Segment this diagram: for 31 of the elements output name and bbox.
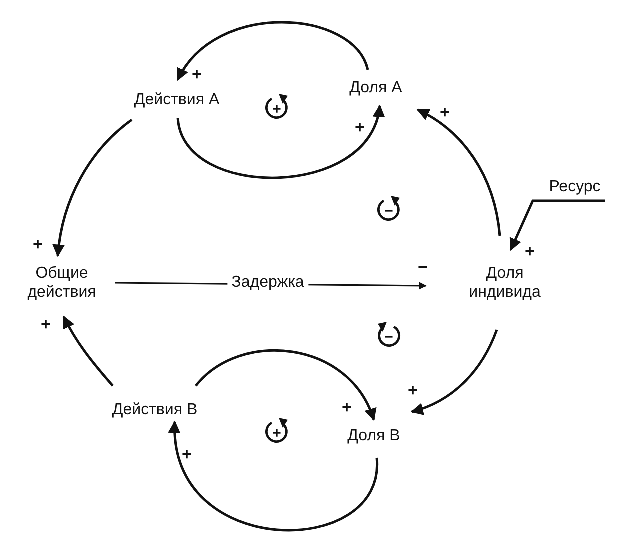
polarity-sign: + [41,316,51,334]
causal-arrow [176,21,370,82]
causal-arrow [195,350,376,422]
variable-label: Действия А [133,90,221,110]
variable-label: Доля В [346,426,402,446]
polarity-sign: − [418,259,428,277]
polarity-sign: + [33,236,43,254]
polarity-sign: + [525,243,535,261]
variable-label: Общие действия [26,264,98,302]
loop-sign: + [272,425,282,443]
causal-arrow [410,330,498,415]
polarity-sign: + [342,399,352,417]
edge-label: Задержка [228,274,308,292]
polarity-sign: + [192,66,202,84]
causal-arrow [176,104,384,180]
polarity-sign: + [355,119,365,137]
leader-arrow [510,200,605,252]
variable-label: Доля А [348,78,404,98]
loop-sign: + [272,101,282,119]
variable-label: Доля индивида [468,264,542,302]
causal-arrow [170,420,378,532]
polarity-sign: + [408,382,418,400]
variable-label: Действия В [111,400,199,420]
polarity-sign: + [182,446,192,464]
polarity-sign: + [440,104,450,122]
variable-label: Ресурс [548,178,602,196]
causal-arrow [53,119,133,258]
causal-arrow [62,316,114,387]
loop-sign: − [384,203,394,221]
causal-arrow [416,108,502,236]
loop-sign: − [384,329,394,347]
